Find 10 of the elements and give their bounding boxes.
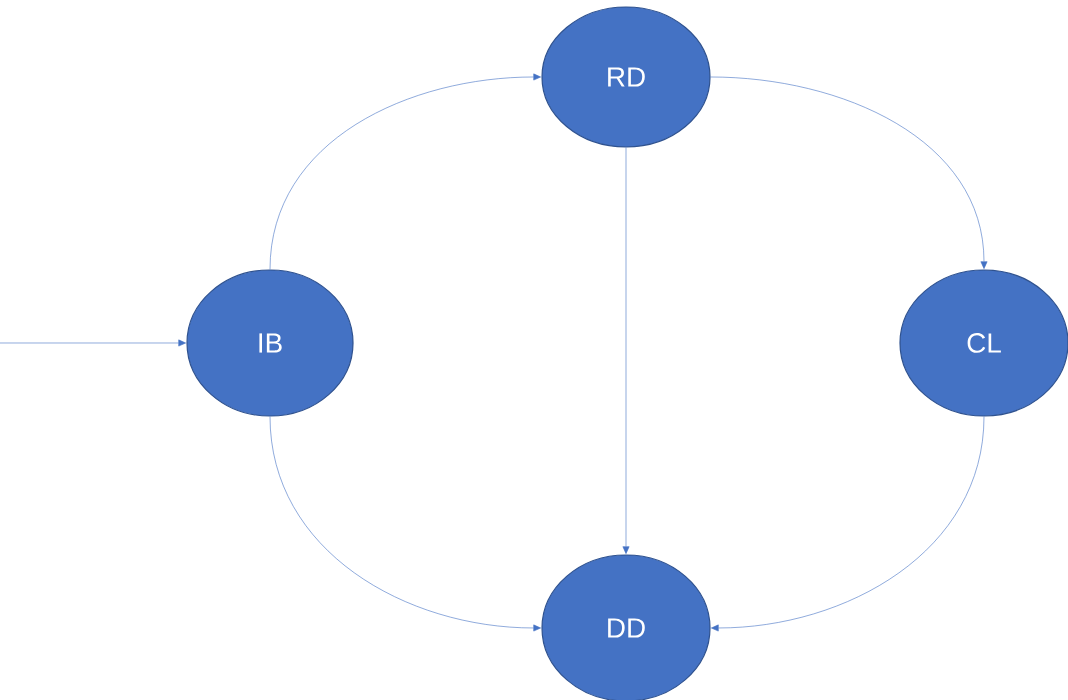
arrow: [0, 339, 186, 347]
ellipse-node: DD: [541, 554, 711, 700]
ellipse-node: IB: [186, 269, 354, 417]
ellipse-node: CL: [899, 269, 1068, 417]
arrow: [269, 73, 541, 270]
arrow: [622, 147, 630, 554]
ellipse-node: RD: [541, 6, 711, 148]
arrow: [711, 416, 985, 632]
arrow: [710, 76, 988, 269]
arrow: [269, 416, 541, 632]
